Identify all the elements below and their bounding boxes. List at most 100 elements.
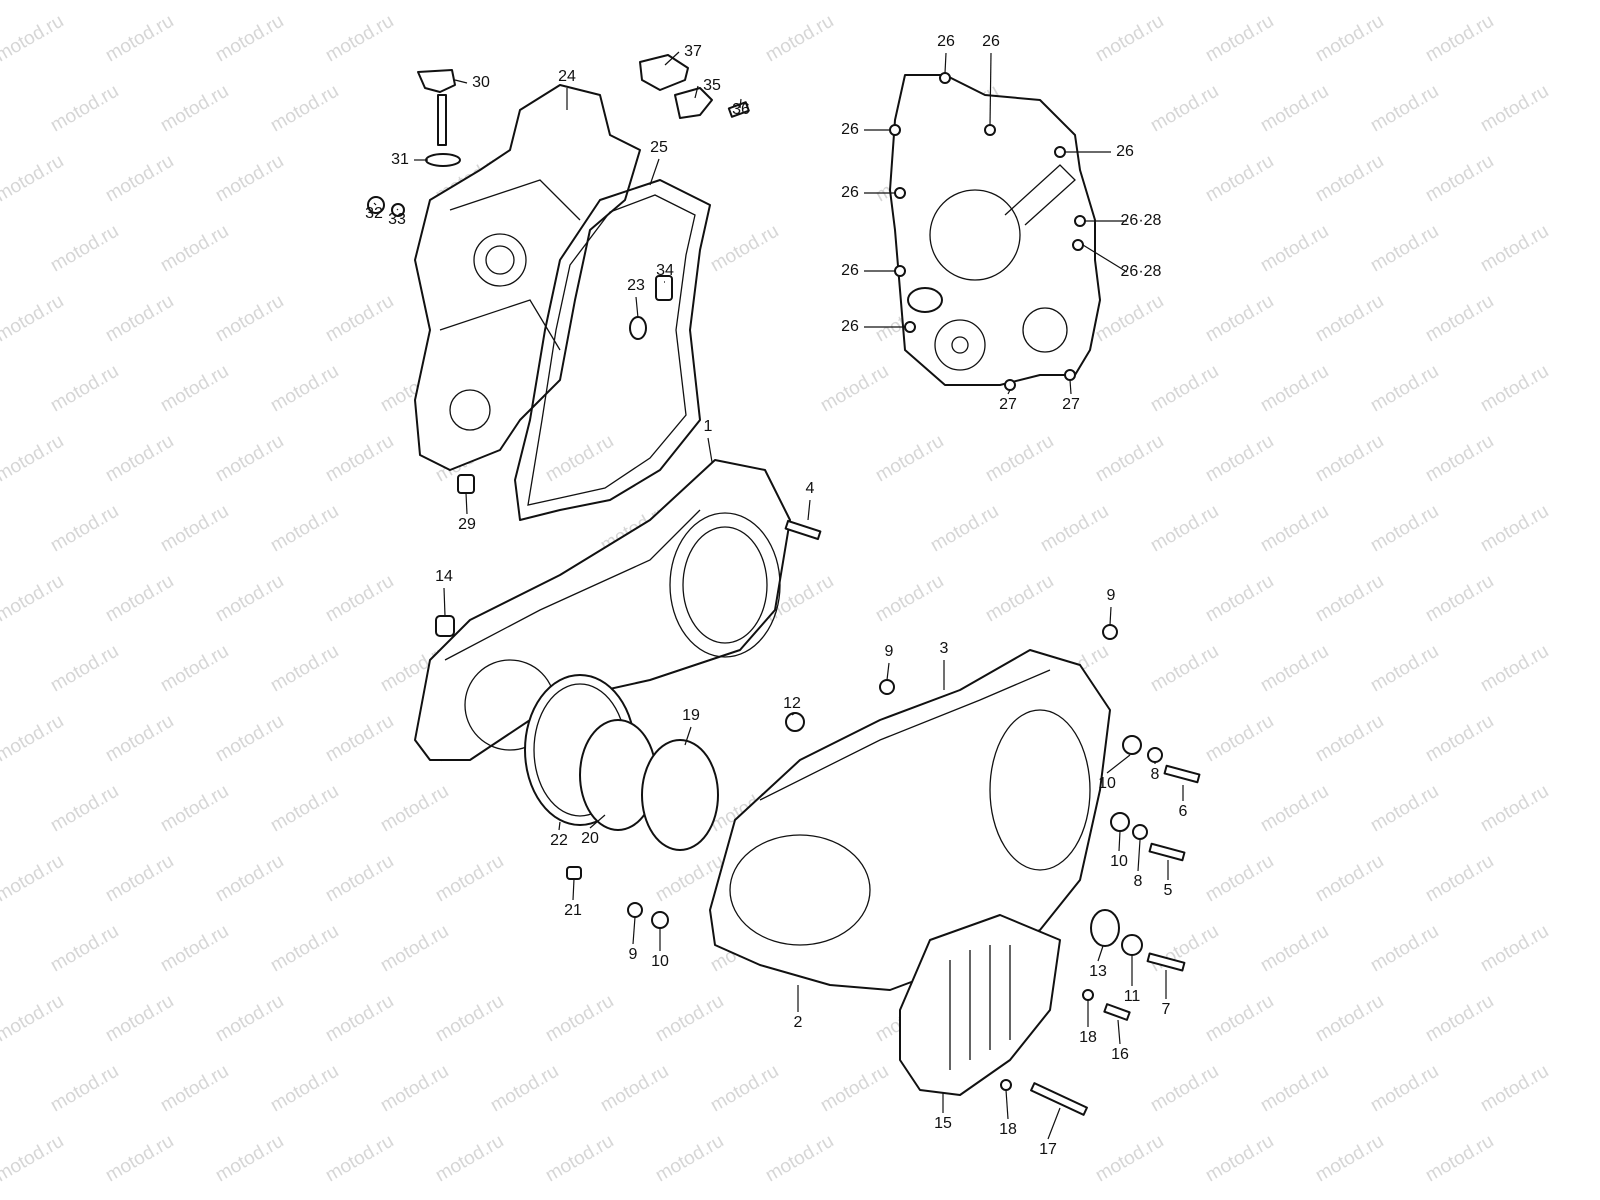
- watermark-text: motod.ru: [267, 921, 342, 977]
- watermark-text: motod.ru: [267, 781, 342, 837]
- leader-line: [1082, 244, 1128, 273]
- watermark-text: motod.ru: [1202, 991, 1277, 1047]
- leader-line: [558, 821, 561, 831]
- watermark-text: motod.ru: [102, 851, 177, 907]
- leader-line: [635, 296, 639, 319]
- watermark-text: motod.ru: [1202, 151, 1277, 207]
- watermark-text: motod.ru: [0, 571, 67, 627]
- watermark-text: motod.ru: [322, 711, 397, 767]
- bolt-hole: [1074, 215, 1086, 227]
- watermark-text: motod.ru: [1477, 501, 1552, 557]
- watermark-text: motod.ru: [1147, 641, 1222, 697]
- watermark-text: motod.ru: [157, 361, 232, 417]
- leader-line: [373, 202, 377, 206]
- watermark-text: motod.ru: [212, 1131, 287, 1187]
- part-number-label: 26: [841, 262, 859, 279]
- watermark-text: motod.ru: [0, 1131, 67, 1187]
- clutch-cover: [889, 72, 1101, 391]
- watermark-text: motod.ru: [432, 1131, 507, 1187]
- cover-15: [899, 914, 1061, 1096]
- watermark-text: motod.ru: [47, 781, 122, 837]
- watermark-text: motod.ru: [47, 921, 122, 977]
- leader-line: [649, 158, 660, 186]
- watermark-text: motod.ru: [1312, 991, 1387, 1047]
- watermark-text: motod.ru: [1312, 851, 1387, 907]
- watermark-text: motod.ru: [1147, 1061, 1222, 1117]
- watermark-text: motod.ru: [212, 431, 287, 487]
- watermark-text: motod.ru: [267, 361, 342, 417]
- leader-line: [454, 79, 468, 84]
- fasteners-right: [627, 624, 1201, 1116]
- watermark-text: motod.ru: [1147, 81, 1222, 137]
- leader-line: [572, 878, 575, 901]
- leader-line: [443, 587, 446, 617]
- part-number-label: 17: [1039, 1141, 1057, 1158]
- watermark-text: motod.ru: [157, 921, 232, 977]
- watermark-text: motod.ru: [542, 431, 617, 487]
- watermark-text: motod.ru: [322, 851, 397, 907]
- watermark-text: motod.ru: [1312, 291, 1387, 347]
- part-number-label: 27: [999, 396, 1017, 413]
- watermark-text: motod.ru: [1477, 81, 1552, 137]
- part-number-label: 22: [550, 832, 568, 849]
- bolt-hole: [889, 124, 901, 136]
- watermark-text: motod.ru: [707, 1061, 782, 1117]
- watermark-text: motod.ru: [1037, 501, 1112, 557]
- watermark-text: motod.ru: [762, 1131, 837, 1187]
- part-number-label: 7: [1162, 1001, 1171, 1018]
- leader-line: [1047, 1107, 1061, 1140]
- leader-line: [1007, 389, 1011, 395]
- part-number-label: 10: [1098, 775, 1116, 792]
- watermark-text: motod.ru: [1202, 571, 1277, 627]
- parts-14-22-19-20-21-4: [435, 519, 822, 880]
- bolts-32-33-34-23-29: [367, 196, 673, 494]
- part-number-label: 32: [365, 205, 383, 222]
- outer-cover-3: [709, 649, 1111, 991]
- part-number-label: 9: [1107, 587, 1116, 604]
- part-number-label: 1: [704, 418, 713, 435]
- leader-line: [944, 52, 947, 74]
- watermark-text: motod.ru: [1422, 991, 1497, 1047]
- watermark-text: motod.ru: [157, 641, 232, 697]
- watermark-text: motod.ru: [1367, 81, 1442, 137]
- watermark-text: motod.ru: [1257, 781, 1332, 837]
- watermark-text: motod.ru: [1422, 571, 1497, 627]
- leader-line: [807, 499, 811, 521]
- part-number-label: 8: [1151, 766, 1160, 783]
- watermark-text: motod.ru: [1477, 361, 1552, 417]
- watermark-text: motod.ru: [1202, 851, 1277, 907]
- watermark-text: motod.ru: [0, 11, 67, 67]
- bolt-hole: [1054, 146, 1066, 158]
- bolt-hole: [904, 321, 916, 333]
- watermark-text: motod.ru: [0, 431, 67, 487]
- watermark-text: motod.ru: [1312, 711, 1387, 767]
- watermark-text: motod.ru: [47, 641, 122, 697]
- part-number-label: 23: [627, 277, 645, 294]
- watermark-text: motod.ru: [1312, 11, 1387, 67]
- part-number-label: 36: [732, 101, 750, 118]
- watermark-text: motod.ru: [1092, 431, 1167, 487]
- watermark-text: motod.ru: [102, 11, 177, 67]
- watermark-text: motod.ru: [212, 991, 287, 1047]
- watermark-text: motod.ru: [872, 571, 947, 627]
- bolt-hole: [984, 124, 996, 136]
- watermark-text: motod.ru: [322, 11, 397, 67]
- watermark-text: motod.ru: [0, 711, 67, 767]
- watermark-text: motod.ru: [102, 291, 177, 347]
- part-number-label: 26: [841, 318, 859, 335]
- watermark-text: motod.ru: [1147, 921, 1222, 977]
- watermark-text: motod.ru: [1257, 921, 1332, 977]
- watermark-text: motod.ru: [47, 1061, 122, 1117]
- part-number-label: 18: [999, 1121, 1017, 1138]
- watermark-text: motod.ru: [102, 431, 177, 487]
- part-number-label: 26: [937, 33, 955, 50]
- crankcase-cover-24: [414, 84, 641, 471]
- watermark-text: motod.ru: [212, 11, 287, 67]
- watermark-text: motod.ru: [982, 571, 1057, 627]
- watermark-text: motod.ru: [212, 851, 287, 907]
- watermark-text: motod.ru: [1202, 711, 1277, 767]
- bolt-hole: [1064, 369, 1076, 381]
- watermark-text: motod.ru: [0, 851, 67, 907]
- part-number-label: 31: [391, 151, 409, 168]
- watermark-text: motod.ru: [542, 1131, 617, 1187]
